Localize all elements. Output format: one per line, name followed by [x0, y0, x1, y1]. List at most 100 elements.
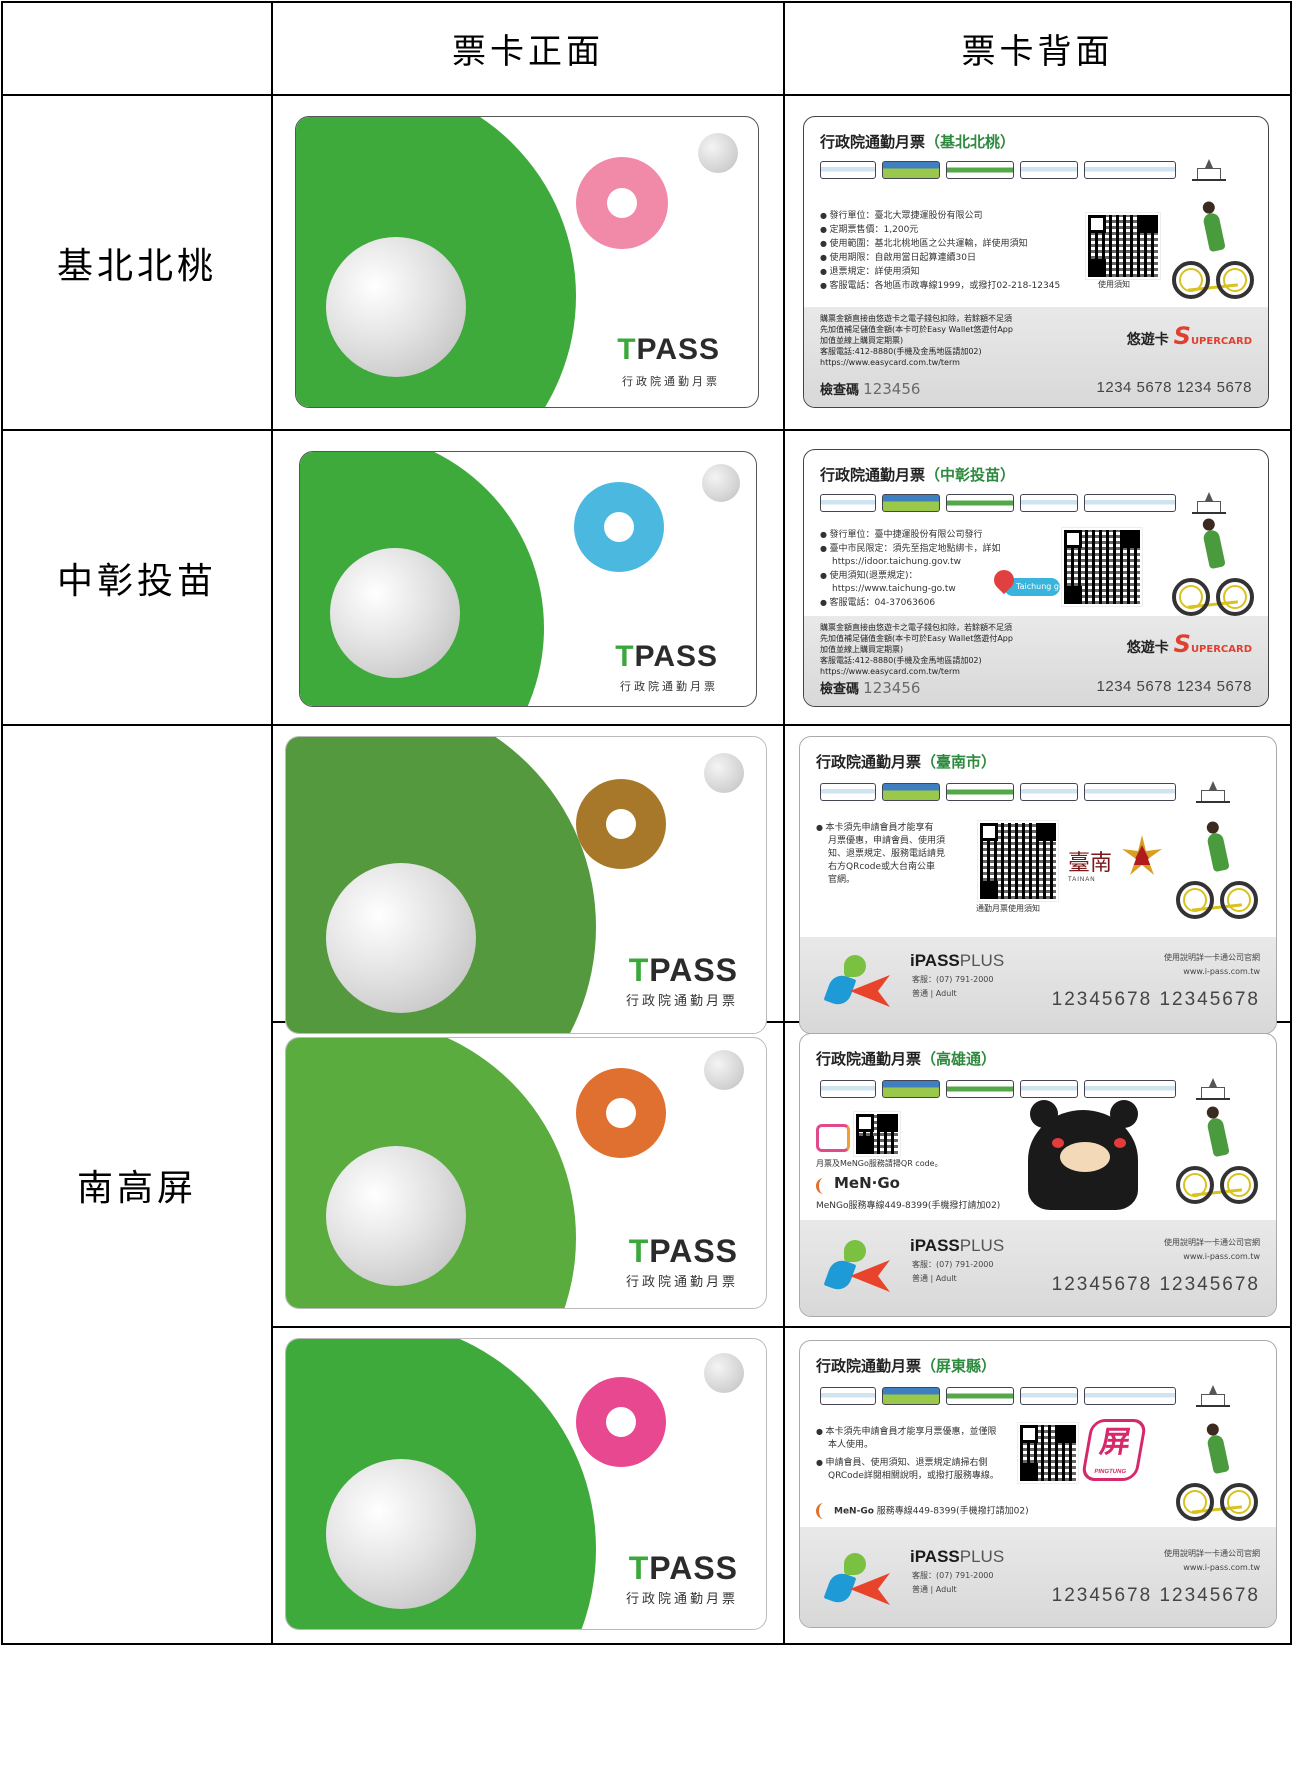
- taichung-logo: [1004, 578, 1060, 596]
- ticket-table: 票卡正面 票卡背面 基北北桃 TPASS 行政院通勤月票 行政院通勤: [1, 1, 1292, 1645]
- card-back: 行政院通勤月票（中彰投苗） 發行單位：臺中捷運股份有限公司發行 臺中市民限定：須…: [803, 449, 1269, 707]
- train-icon: [946, 783, 1014, 801]
- tpass-logo: TPASS: [617, 333, 720, 366]
- back-cell: 行政院通勤月票（屏東縣） 本卡須先申請會員才能享月票優惠，並僅限 本人使用。 申…: [783, 1326, 1292, 1645]
- silver-dot: [704, 1353, 744, 1393]
- building-icon: [1192, 159, 1226, 181]
- donut-hole: [606, 1098, 636, 1128]
- donut-hole: [604, 512, 634, 542]
- donut-hole: [606, 1407, 636, 1437]
- donut-hole: [607, 188, 637, 218]
- front-cell: TPASS 行政院通勤月票: [271, 94, 785, 431]
- donut-hole: [606, 809, 636, 839]
- train-icon: [946, 1387, 1014, 1405]
- train-icon: [946, 494, 1014, 512]
- info-list: 發行單位：臺北大眾捷運股份有限公司 定期票售價：1,200元 使用範圍：基北北桃…: [820, 209, 1061, 293]
- cyclist-illustration: [1176, 1114, 1258, 1204]
- train-icon: [1084, 1080, 1176, 1098]
- train-icon: [946, 161, 1014, 179]
- back-cell: 行政院通勤月票（臺南市） 本卡須先申請會員才能享有 月票優惠，申請會員、使用須 …: [783, 724, 1292, 1034]
- bus-icon: [820, 494, 876, 512]
- silver-circle: [326, 237, 466, 377]
- train-icon: [1084, 1387, 1176, 1405]
- tpass-logo: TPASS: [615, 640, 718, 673]
- tpass-logo: TPASS: [628, 952, 738, 988]
- tpass-logo: TPASS: [628, 1550, 738, 1586]
- cyclist-illustration: [1176, 829, 1258, 919]
- front-cell: TPASS 行政院通勤月票: [271, 724, 785, 1034]
- bus-icon: [882, 494, 940, 512]
- card-front: TPASS 行政院通勤月票: [285, 1338, 767, 1630]
- building-icon: [1196, 1078, 1230, 1100]
- row-pingtung: TPASS 行政院通勤月票 行政院通勤月票（屏東縣）: [2, 1326, 1292, 1645]
- row-label: 中彰投苗: [1, 429, 273, 726]
- card-number: 12345678 12345678: [1051, 1585, 1260, 1606]
- card-front: TPASS 行政院通勤月票: [285, 736, 767, 1034]
- gray-band: [804, 307, 1268, 407]
- mrt-icon: [1020, 161, 1078, 179]
- qr-code: [977, 820, 1059, 902]
- ipass-name: iPASSPLUS: [910, 951, 1005, 970]
- silver-dot: [698, 133, 738, 173]
- mrt-icon: [1020, 1387, 1078, 1405]
- cyclist-illustration: [1176, 1431, 1258, 1521]
- ipass-logo-icon: [823, 1553, 892, 1607]
- mengo-hotline: MeN-Go 服務專線449-8399(手機撥打請加02): [816, 1503, 1029, 1519]
- row-taichung: 中彰投苗 TPASS 行政院通勤月票 行政院通勤月票（中彰投苗）: [1, 429, 1292, 726]
- tpass-subtitle: 行政院通勤月票: [625, 1275, 738, 1290]
- qr-code: [1061, 527, 1143, 607]
- building-icon: [1196, 781, 1230, 803]
- gray-band: [804, 616, 1268, 706]
- front-cell: TPASS 行政院通勤月票: [271, 1021, 785, 1328]
- train-icon: [1084, 494, 1176, 512]
- row-keelung-taipei: 基北北桃 TPASS 行政院通勤月票 行政院通勤月票（基北北桃）: [1, 94, 1292, 431]
- silver-dot: [704, 1050, 744, 1090]
- card-number: 12345678 12345678: [1051, 1274, 1260, 1295]
- info-list: 本卡須先申請會員才能享有 月票優惠，申請會員、使用須 知、退票規定、服務電話請見…: [816, 821, 945, 887]
- bus-icon: [820, 1080, 876, 1098]
- building-icon: [1192, 492, 1226, 514]
- mrt-icon: [1020, 783, 1078, 801]
- card-back: 行政院通勤月票（臺南市） 本卡須先申請會員才能享有 月票優惠，申請會員、使用須 …: [799, 736, 1277, 1034]
- info-list: 發行單位：臺中捷運股份有限公司發行 臺中市民限定：須先至指定地點綁卡，詳如 ht…: [820, 528, 1001, 610]
- back-cell: 行政院通勤月票（高雄通） 月票及MeNGo服務請掃QR code。 MeN·Go…: [783, 1021, 1292, 1328]
- bus-icon: [820, 1387, 876, 1405]
- taichung-logo-text: Taichung go!: [1016, 582, 1068, 591]
- gray-band: [800, 1527, 1276, 1627]
- tainan-emblem-icon: [1122, 835, 1162, 875]
- back-cell: 行政院通勤月票（基北北桃） 發行單位：臺北大眾捷運股份有限公司 定期票售價：1,…: [783, 94, 1292, 431]
- notes: 購票金額直接由悠遊卡之電子錢包扣除，若餘額不足須 先加值補足儲值金額(本卡可於E…: [820, 314, 1013, 367]
- card-title: 行政院通勤月票（屏東縣）: [816, 1357, 997, 1375]
- tpass-subtitle: 行政院通勤月票: [625, 994, 738, 1009]
- easycard-logo: 悠遊卡 SUPERCARD: [1126, 630, 1252, 658]
- ipass-name: iPASSPLUS: [910, 1547, 1005, 1566]
- silver-dot: [702, 464, 740, 502]
- card-title: 行政院通勤月票（基北北桃）: [820, 133, 1016, 151]
- cyclist-illustration: [1172, 526, 1254, 616]
- card-back: 行政院通勤月票（屏東縣） 本卡須先申請會員才能享月票優惠，並僅限 本人使用。 申…: [799, 1340, 1277, 1628]
- check-code: 檢查碼 123456: [820, 380, 921, 398]
- bus-icon: [882, 161, 940, 179]
- card-back: 行政院通勤月票（高雄通） 月票及MeNGo服務請掃QR code。 MeN·Go…: [799, 1033, 1277, 1317]
- ipass-logo-icon: [823, 1240, 892, 1294]
- back-cell: 行政院通勤月票（中彰投苗） 發行單位：臺中捷運股份有限公司發行 臺中市民限定：須…: [783, 429, 1292, 726]
- cyclist-illustration: [1172, 209, 1254, 299]
- train-icon: [1084, 161, 1176, 179]
- bus-icon: [882, 1080, 940, 1098]
- ipass-logo-icon: [823, 955, 892, 1009]
- vehicle-strip: [820, 1385, 1240, 1407]
- card-number: 12345678 12345678: [1051, 989, 1260, 1010]
- row-tainan: 南高屏 TPASS 行政院通勤月票 行政院通勤月票（臺南市）: [1, 724, 1292, 1645]
- qr-code: [1085, 212, 1161, 280]
- vehicle-strip: [820, 159, 1240, 181]
- easycard-logo: 悠遊卡 SUPERCARD: [1126, 322, 1252, 350]
- bus-icon: [820, 161, 876, 179]
- card-front: TPASS 行政院通勤月票: [295, 116, 759, 408]
- card-title: 行政院通勤月票（臺南市）: [816, 753, 997, 771]
- card-front: TPASS 行政院通勤月票: [285, 1037, 767, 1309]
- silver-dot: [704, 753, 744, 793]
